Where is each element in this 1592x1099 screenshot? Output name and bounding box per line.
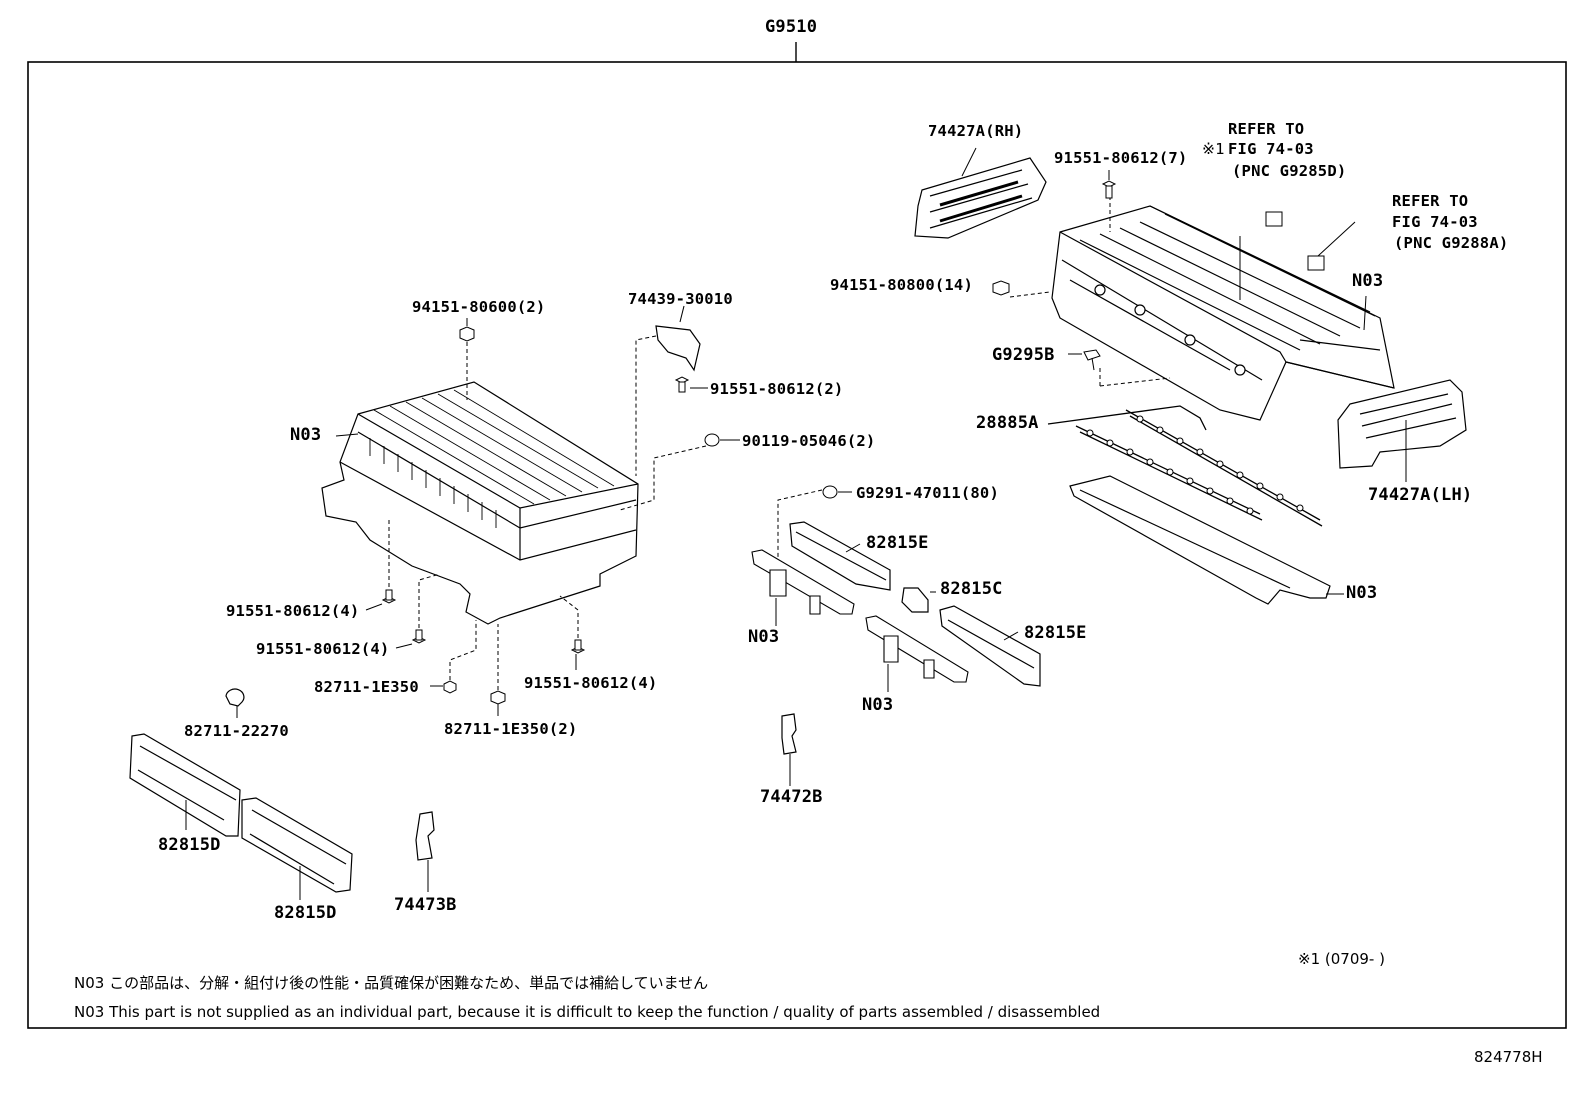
label-g9291[interactable]: G9291-47011(80) xyxy=(856,484,999,502)
label-82711-1e350[interactable]: 82711-1E350 xyxy=(314,678,419,696)
label-n03-stack[interactable]: N03 xyxy=(290,425,322,445)
label-91551-7[interactable]: 91551-80612(7) xyxy=(1054,149,1188,167)
label-91551-4a[interactable]: 91551-80612(4) xyxy=(226,602,360,620)
bus-bar-82815e-1 xyxy=(789,521,891,591)
label-82815e-2[interactable]: 82815E xyxy=(1024,623,1087,643)
bus-bar-n03-1 xyxy=(751,549,855,615)
note-japanese: N03 この部品は、分解・組付け後の性能・品質確保が困難なため、単品では補給して… xyxy=(74,974,709,992)
harness-drawing xyxy=(1047,405,1323,527)
label-74427a-rh[interactable]: 74427A(RH) xyxy=(928,122,1024,140)
cover-lh-drawing xyxy=(1337,379,1467,469)
note-english: N03 This part is not supplied as an indi… xyxy=(74,1003,1101,1021)
bus-bar-82815e-2 xyxy=(939,605,1041,687)
label-82815c[interactable]: 82815C xyxy=(940,579,1003,599)
refer1-line1: REFER TO xyxy=(1228,120,1305,138)
label-94151-2[interactable]: 94151-80600(2) xyxy=(412,298,546,316)
label-94151-14[interactable]: 94151-80800(14) xyxy=(830,276,973,294)
label-74473b[interactable]: 74473B xyxy=(394,895,457,915)
diagram-frame xyxy=(27,61,1567,1029)
label-74472b[interactable]: 74472B xyxy=(760,787,823,807)
rod-drawing xyxy=(1069,475,1331,605)
label-90119[interactable]: 90119-05046(2) xyxy=(742,432,876,450)
plate-74472b xyxy=(781,713,797,755)
refer1-mark: ※1 xyxy=(1202,140,1225,158)
label-82711-22270[interactable]: 82711-22270 xyxy=(184,722,289,740)
label-91551-4b[interactable]: 91551-80612(4) xyxy=(256,640,390,658)
bracket-82815c xyxy=(901,587,929,613)
label-28885a[interactable]: 28885A xyxy=(976,413,1039,433)
label-n03-bus1[interactable]: N03 xyxy=(748,627,780,647)
bus-bar-82815d-2 xyxy=(241,797,353,893)
label-n03-rod[interactable]: N03 xyxy=(1346,583,1378,603)
refer2-line1: REFER TO xyxy=(1392,192,1469,210)
label-n03-case[interactable]: N03 xyxy=(1352,271,1384,291)
label-82815d-1[interactable]: 82815D xyxy=(158,835,221,855)
assembly-code: G9510 xyxy=(765,17,818,37)
refer1-line3: (PNC G9285D) xyxy=(1232,162,1347,180)
refer2-line2[interactable]: FIG 74-03 xyxy=(1392,213,1478,231)
label-74427a-lh[interactable]: 74427A(LH) xyxy=(1368,485,1473,505)
label-91551-2[interactable]: 91551-80612(2) xyxy=(710,380,844,398)
label-91551-4c[interactable]: 91551-80612(4) xyxy=(524,674,658,692)
catalog-reference: 824778H xyxy=(1474,1048,1543,1066)
bus-bar-n03-2 xyxy=(865,615,969,683)
bus-bar-82815d-1 xyxy=(129,733,241,837)
label-82815d-2[interactable]: 82815D xyxy=(274,903,337,923)
refer1-line2[interactable]: FIG 74-03 xyxy=(1228,140,1314,158)
date-note: ※1 (0709- ) xyxy=(1298,950,1385,968)
label-n03-bus2[interactable]: N03 xyxy=(862,695,894,715)
label-82711-1e350-2[interactable]: 82711-1E350(2) xyxy=(444,720,578,738)
label-74439[interactable]: 74439-30010 xyxy=(628,290,733,308)
label-82815e-1[interactable]: 82815E xyxy=(866,533,929,553)
plate-74473b xyxy=(415,811,435,861)
refer2-line3: (PNC G9288A) xyxy=(1394,234,1509,252)
battery-case-drawing xyxy=(1051,205,1395,421)
cover-rh-drawing xyxy=(914,157,1047,239)
label-g9295b[interactable]: G9295B xyxy=(992,345,1055,365)
